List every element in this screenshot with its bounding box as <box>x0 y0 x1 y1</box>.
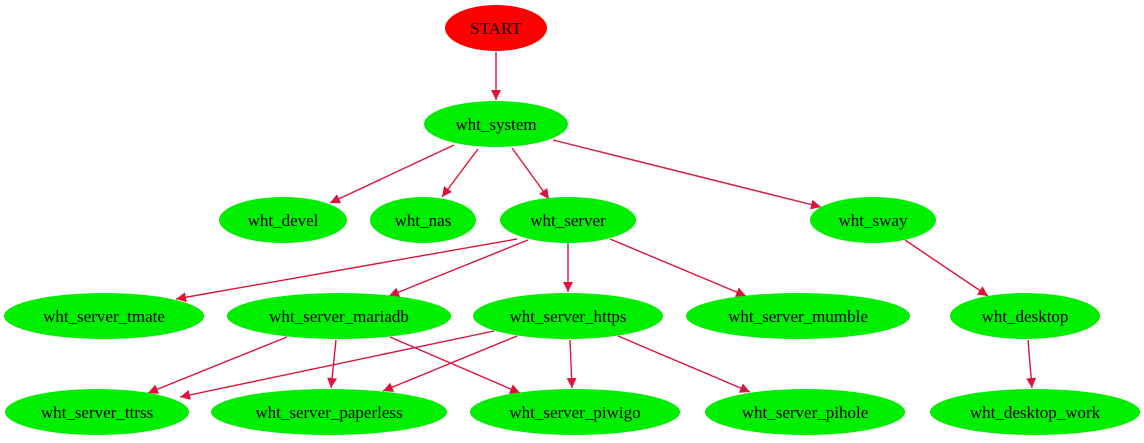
node-wht-server-pihole: wht_server_pihole <box>705 389 905 435</box>
node-shape <box>470 389 680 435</box>
node-wht-desktop: wht_desktop <box>950 293 1100 339</box>
node-label: wht_server_piwigo <box>509 403 640 422</box>
node-wht-server-piwigo: wht_server_piwigo <box>470 389 680 435</box>
nodes-layer: START wht_system wht_devel wht_nas wht_serve… <box>4 5 1140 435</box>
node-shape <box>500 197 636 243</box>
edge-wht_server_https-to-wht_server_paperless <box>382 335 518 392</box>
node-wht-server-mariadb: wht_server_mariadb <box>227 293 451 339</box>
node-wht-system: wht_system <box>424 101 568 147</box>
node-shape <box>424 101 568 147</box>
edge-wht_server-to-wht_server_tmate <box>175 238 518 303</box>
node-wht-server-https: wht_server_https <box>473 293 663 339</box>
node-start: START <box>445 5 547 51</box>
node-shape <box>227 293 451 339</box>
node-shape <box>705 389 905 435</box>
node-label: wht_desktop <box>982 307 1069 326</box>
node-label: wht_server <box>530 211 606 230</box>
node-wht-server-paperless: wht_server_paperless <box>211 389 447 435</box>
node-shape <box>4 293 204 339</box>
edge-wht_server_https-to-wht_server_piwigo <box>566 339 577 389</box>
node-shape <box>950 293 1100 339</box>
edge-wht_system-to-wht_devel <box>329 144 455 204</box>
edge-wht_system-to-wht_sway <box>552 139 822 210</box>
node-label: wht_server_mariadb <box>269 307 409 326</box>
node-label: wht_server_paperless <box>255 403 402 422</box>
node-wht-nas: wht_nas <box>370 197 476 243</box>
node-shape <box>445 5 547 51</box>
edges-layer <box>147 52 1037 400</box>
node-wht-server-mumble: wht_server_mumble <box>686 293 910 339</box>
edge-wht_server_https-to-wht_server_pihole <box>617 335 751 393</box>
node-label: wht_desktop_work <box>970 403 1101 422</box>
node-label: wht_server_tmate <box>43 307 165 326</box>
edge-wht_server_mariadb-to-wht_server_paperless <box>327 339 338 389</box>
node-wht-sway: wht_sway <box>810 197 936 243</box>
node-wht-devel: wht_devel <box>219 197 347 243</box>
edge-wht_server-to-wht_server_mariadb <box>388 239 529 297</box>
node-shape <box>5 389 189 435</box>
edge-wht_system-to-wht_server <box>511 147 550 200</box>
node-label: wht_server_pihole <box>742 403 869 422</box>
node-shape <box>930 389 1140 435</box>
edge-wht_server_https-to-wht_server_ttrss <box>179 330 495 400</box>
edge-wht_server_mariadb-to-wht_server_piwigo <box>389 336 521 394</box>
node-wht-desktop-work: wht_desktop_work <box>930 389 1140 435</box>
node-wht-server: wht_server <box>500 197 636 243</box>
node-shape <box>686 293 910 339</box>
node-shape <box>211 389 447 435</box>
edge-wht_sway-to-wht_desktop <box>904 239 989 297</box>
node-wht-server-ttrss: wht_server_ttrss <box>5 389 189 435</box>
edge-wht_system-to-wht_nas <box>441 148 479 198</box>
node-label: wht_server_mumble <box>728 307 868 326</box>
node-label: wht_nas <box>395 211 452 230</box>
node-label: wht_sway <box>839 211 908 230</box>
node-wht-server-tmate: wht_server_tmate <box>4 293 204 339</box>
node-shape <box>810 197 936 243</box>
edge-wht_desktop-to-wht_desktop_work <box>1026 339 1037 389</box>
node-label: wht_server_https <box>509 307 626 326</box>
edge-wht_server-to-wht_server_mumble <box>609 238 747 297</box>
node-label: wht_system <box>455 115 536 134</box>
node-shape <box>370 197 476 243</box>
edge-wht_server_mariadb-to-wht_server_ttrss <box>147 336 288 394</box>
node-shape <box>473 293 663 339</box>
node-label: START <box>470 19 522 38</box>
node-label: wht_server_ttrss <box>41 403 153 422</box>
node-shape <box>219 197 347 243</box>
node-label: wht_devel <box>248 211 319 230</box>
